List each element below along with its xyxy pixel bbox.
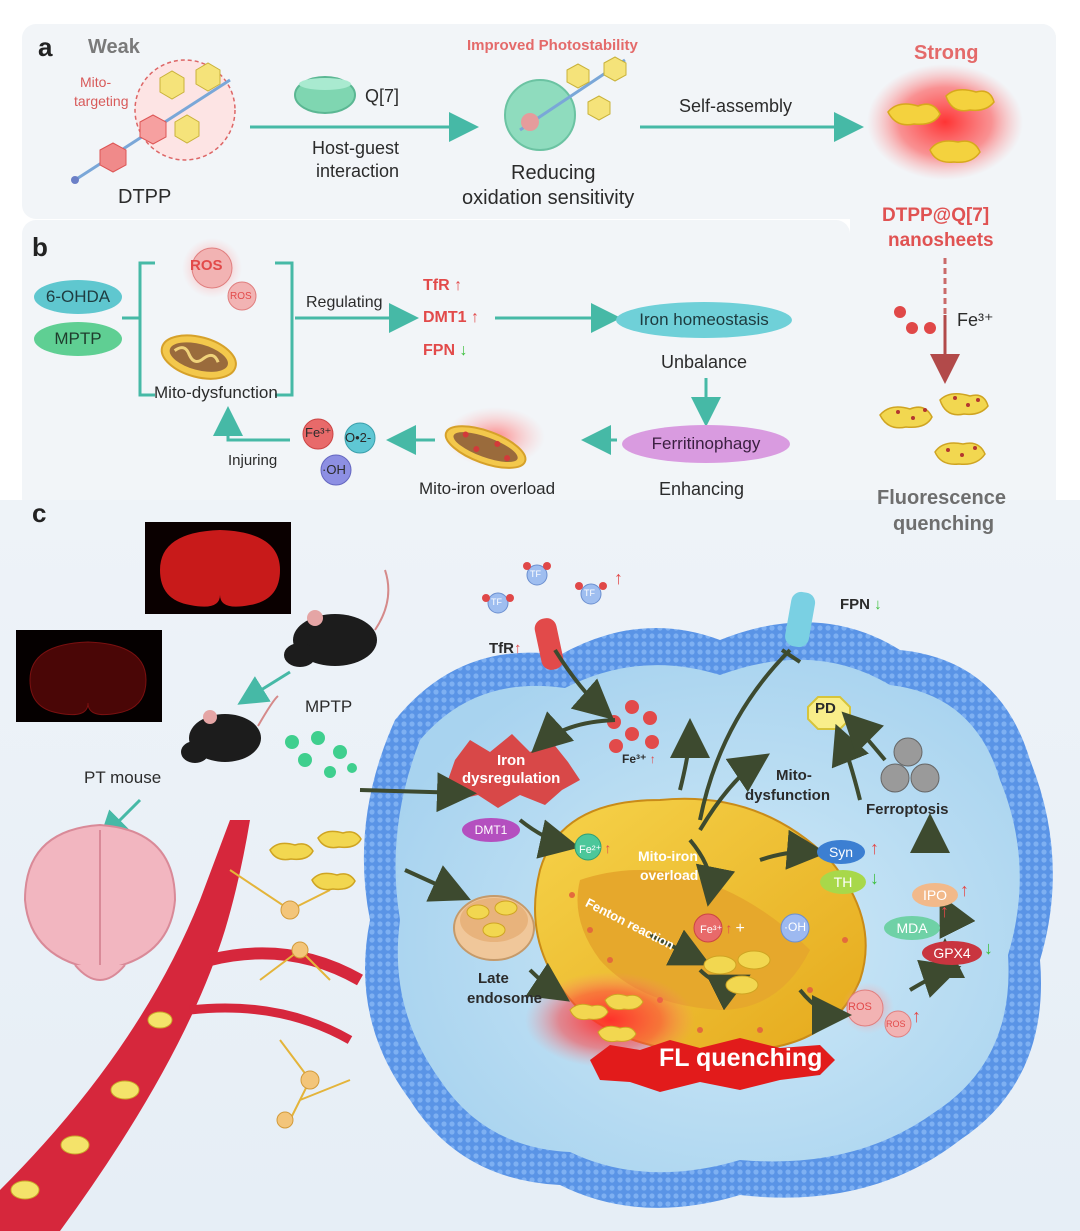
label-mito-targeting-1: Mito- — [80, 74, 112, 90]
label-strong: Strong — [914, 42, 979, 64]
arrow-up-ipo: ↑ — [960, 880, 969, 900]
label-mito-iron-c-1: Mito-iron — [638, 848, 698, 864]
label-ros-small: ROS — [230, 291, 252, 302]
label-fpn-b: FPN ↓ — [423, 342, 468, 359]
label-mito-iron-c-2: overload — [640, 867, 699, 883]
label-fl-quenching: FL quenching — [659, 1044, 823, 1072]
label-mito-iron-overload-b: Mito-iron overload — [419, 479, 556, 498]
label-late-endosome-1: Late — [478, 970, 509, 987]
label-pd: PD — [815, 700, 836, 717]
dtpp-hexagon-5 — [174, 114, 200, 144]
pill-mptp: MPTP — [34, 322, 122, 356]
brain-3d — [23, 823, 177, 981]
label-unbalance: Unbalance — [661, 352, 748, 372]
fl-quenching-burst — [590, 1038, 835, 1092]
panel-b-background — [22, 220, 850, 512]
label-enhancing: Enhancing — [659, 479, 745, 499]
arrow-down-th: ↓ — [870, 868, 879, 888]
label-fe3-c: Fe³⁺ ↑ — [622, 752, 656, 766]
label-iron-dys-1: Iron — [497, 752, 526, 769]
pill-6-ohda: 6-OHDA — [34, 280, 122, 314]
arrow-up-mda: ↑ — [940, 901, 949, 921]
label-pt-mouse: PT mouse — [84, 768, 162, 787]
arrow-up-syn: ↑ — [870, 838, 879, 858]
label-o2-b: O•2- — [345, 430, 372, 445]
label-fpn-c: FPN ↓ — [840, 596, 882, 613]
label-regulating: Regulating — [306, 294, 383, 311]
label-oh-c: ·OH — [784, 920, 806, 934]
dtpp-hexagon-2 — [139, 114, 167, 145]
label-late-endosome-2: endosome — [467, 990, 543, 1007]
label-ros-c-2: ROS — [886, 1019, 906, 1029]
label-fe3-mito: Fe³⁺ ↑ + — [700, 920, 745, 937]
label-weak: Weak — [88, 36, 140, 58]
label-nanosheets-1: DTPP@Q[7] — [882, 205, 990, 226]
label-host-guest-2: interaction — [316, 161, 400, 181]
label-tfr-c: TfR↑ — [489, 640, 522, 657]
blood-vessel — [0, 820, 250, 1231]
mouse-control — [284, 569, 390, 667]
pill-iron-homeostasis: Iron homeostasis — [616, 302, 792, 338]
label-dmt1-b: DMT1 ↑ — [423, 309, 480, 326]
arrow-up-tf: ↑ — [614, 568, 623, 588]
dtpp-hexagon-3 — [159, 70, 185, 100]
label-tf-2: TF — [530, 569, 541, 579]
panel-letter-c: c — [32, 498, 47, 528]
ferroptosis-cells — [880, 737, 940, 793]
pill-dmt1-c: DMT1 — [462, 818, 520, 842]
arrow-up-ros: ↑ — [912, 1006, 921, 1026]
pill-th: TH — [820, 870, 866, 894]
dtpp-hexagon-1 — [99, 142, 127, 173]
nanosheets-strong — [887, 89, 995, 164]
tfr-transporter — [534, 618, 564, 670]
fe3-cluster — [607, 700, 659, 753]
label-self-assembly: Self-assembly — [679, 96, 793, 116]
label-ros-c-1: ROS — [848, 1001, 872, 1013]
label-q7: Q[7] — [365, 86, 400, 106]
label-ferroptosis: Ferroptosis — [866, 801, 949, 818]
mitochondrion-b — [160, 334, 237, 380]
label-dtpp: DTPP — [118, 186, 172, 208]
panel-letter-a: a — [38, 32, 53, 62]
label-improved-photostability: Improved Photostability — [467, 37, 638, 54]
label-reducing-1: Reducing — [511, 162, 596, 184]
label-tf-1: TF — [491, 597, 502, 607]
fpn-transporter — [785, 591, 816, 648]
label-mito-dys-c-2: dysfunction — [745, 787, 830, 804]
mouse-pt — [181, 695, 279, 763]
label-fe2: Fe²⁺ ↑ — [579, 840, 612, 856]
label-fe3-b: Fe³⁺ — [305, 425, 332, 440]
label-quenching: quenching — [893, 513, 995, 535]
label-ros-big: ROS — [190, 257, 223, 274]
pill-mda: MDA — [884, 916, 940, 940]
pill-ferritinophagy: Ferritinophagy — [622, 425, 790, 463]
label-mito-dys-c-1: Mito- — [776, 767, 812, 784]
label-injuring: Injuring — [228, 452, 278, 469]
label-nanosheets-2: nanosheets — [888, 230, 994, 251]
label-fe3-a: Fe³⁺ — [957, 310, 994, 330]
label-host-guest-1: Host-guest — [312, 138, 400, 158]
arrow-down-gpx4: ↓ — [984, 938, 993, 958]
label-mptp-c: MPTP — [305, 697, 353, 716]
label-mito-targeting-2: targeting — [74, 93, 129, 109]
label-tfr-b: TfR ↑ — [423, 277, 463, 294]
pill-gpx4: GPX4 — [922, 941, 982, 965]
pill-syn: Syn — [817, 840, 865, 864]
label-reducing-2: oxidation sensitivity — [462, 187, 635, 209]
label-tf-3: TF — [584, 588, 595, 598]
label-mito-dysfunction-b: Mito-dysfunction — [154, 383, 278, 402]
label-fluorescence: Fluorescence — [877, 487, 1006, 509]
nanosheets-quenched — [879, 393, 989, 466]
label-oh-b: ·OH — [322, 462, 346, 477]
label-iron-dys-2: dysregulation — [462, 770, 561, 787]
pill-ipo: IPO — [912, 883, 958, 907]
dtpp-hexagon-4 — [195, 62, 221, 92]
panel-letter-b: b — [32, 232, 48, 262]
